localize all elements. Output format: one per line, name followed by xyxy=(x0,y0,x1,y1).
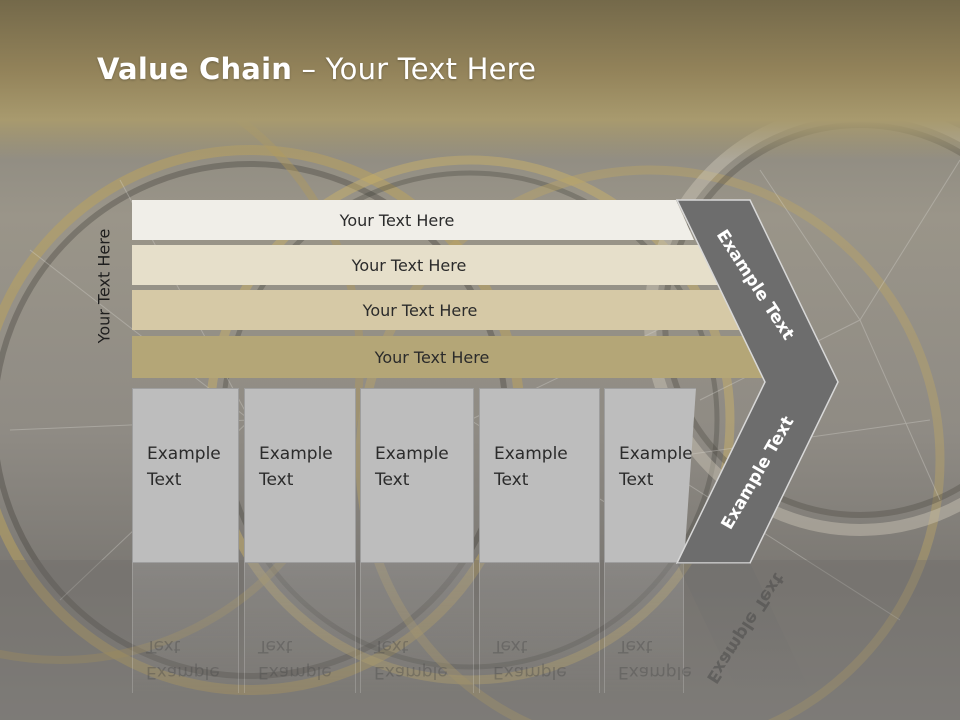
slide-title: Value Chain – Your Text Here xyxy=(97,52,536,86)
primary-activity-box-1: Example Text xyxy=(132,388,239,563)
box-text-line2: Text xyxy=(619,470,654,490)
box-text-line2: Text xyxy=(494,470,529,490)
box-reflection xyxy=(244,563,356,693)
chevron-shape xyxy=(675,199,839,564)
title-band xyxy=(0,0,960,160)
box-reflection xyxy=(360,563,474,693)
box-text-line2: Text xyxy=(375,470,410,490)
support-row-4: Your Text Here xyxy=(132,336,764,378)
row-label: Your Text Here xyxy=(374,347,490,367)
title-bold: Value Chain xyxy=(97,52,293,86)
box-reflection xyxy=(479,563,600,693)
box-reflection xyxy=(604,563,684,693)
support-row-1: Your Text Here xyxy=(132,200,694,240)
box-text-line2: Text xyxy=(259,470,294,490)
primary-activity-box-4: Example Text xyxy=(479,388,600,563)
box-reflection xyxy=(132,563,239,693)
row-label: Your Text Here xyxy=(351,255,467,275)
support-row-2: Your Text Here xyxy=(132,245,718,285)
primary-activity-box-5: Example Text xyxy=(604,388,696,563)
box-text-line2: Text xyxy=(147,470,182,490)
box-text-line1: Example xyxy=(259,444,333,464)
row-label: Your Text Here xyxy=(339,210,455,230)
primary-activity-box-2: Example Text xyxy=(244,388,356,563)
box-text-line1: Example xyxy=(375,444,449,464)
support-row-3: Your Text Here xyxy=(132,290,740,330)
box-text-line1: Example xyxy=(619,444,693,464)
chevron-reflection xyxy=(677,563,810,690)
box-text-line1: Example xyxy=(494,444,568,464)
row-label: Your Text Here xyxy=(362,300,478,320)
primary-activity-box-3: Example Text xyxy=(360,388,474,563)
box-text-line1: Example xyxy=(147,444,221,464)
title-rest: – Your Text Here xyxy=(292,52,537,86)
